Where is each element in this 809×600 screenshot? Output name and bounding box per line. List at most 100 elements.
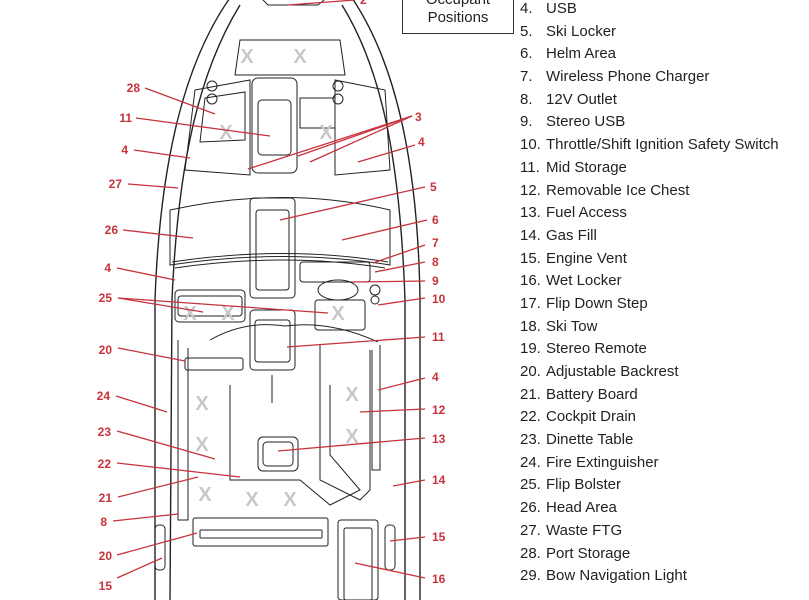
occupant-mark: X — [345, 384, 359, 406]
legend-label: Flip Down Step — [546, 294, 648, 312]
legend-number: 10. — [520, 136, 541, 154]
callout-10: 10 — [432, 292, 446, 306]
callout-4: 4 — [432, 370, 439, 384]
callout-11: 11 — [432, 330, 445, 344]
bow-seating — [184, 39, 391, 176]
legend-item: 19.Stereo Remote — [520, 340, 805, 358]
callout-2: 2 — [360, 0, 367, 7]
legend-list: 4.USB 5. Ski Locker 6. Helm Area 7. Wireles… — [520, 0, 805, 585]
legend-label: Port Storage — [546, 544, 631, 562]
occupant-mark: X — [183, 303, 197, 325]
occupant-mark: X — [195, 434, 209, 456]
legend-label: Dinette Table — [546, 431, 634, 449]
legend-number: 18. — [520, 317, 541, 335]
legend-label: Throttle/Shift Ignition Safety Switch — [546, 136, 779, 154]
callout-14: 14 — [432, 473, 446, 487]
legend-item: 21.Battery Board — [520, 386, 805, 404]
mid-storage — [209, 309, 379, 371]
legend-item: 11.Mid Storage — [520, 159, 805, 177]
legend-item: 4.USB — [520, 0, 805, 18]
legend-number: 12. — [520, 181, 541, 199]
callout-15: 15 — [432, 530, 446, 544]
callout-24: 24 — [97, 389, 111, 403]
legend-item: 27. Waste FTG — [520, 522, 805, 540]
legend-number: 21. — [520, 385, 541, 403]
occupant-mark: X — [319, 122, 333, 144]
legend-number: 7. — [520, 68, 533, 86]
legend-label: Helm Area — [546, 45, 617, 63]
legend-number: 5. — [520, 22, 533, 40]
callout-15: 15 — [99, 579, 113, 593]
callout-numbers: 2 28 11 4 27 26 4 25 20 24 23 22 21 8 20… — [97, 0, 446, 593]
callout-7: 7 — [432, 236, 439, 250]
legend-number: 13. — [520, 204, 541, 222]
legend-label: Wireless Phone Charger — [546, 68, 710, 86]
legend-number: 22. — [520, 408, 541, 426]
legend-item: 20. Adjustable Backrest — [520, 363, 805, 381]
leader-lines — [112, 0, 428, 579]
legend-number: 4. — [520, 0, 533, 17]
legend-number: 26. — [520, 499, 541, 517]
legend-label: Wet Locker — [546, 272, 622, 290]
legend-number: 24. — [520, 453, 541, 471]
stern-deck — [154, 517, 396, 600]
legend-number: 9. — [520, 113, 533, 131]
callout-8: 8 — [100, 515, 107, 529]
occupant-mark: X — [221, 303, 235, 325]
legend-number: 6. — [520, 45, 533, 63]
legend-label: Ski Tow — [546, 317, 598, 335]
legend-number: 29. — [520, 567, 541, 585]
callout-16: 16 — [432, 572, 446, 586]
callout-9: 9 — [432, 274, 439, 288]
legend-item: 6. Helm Area — [520, 45, 805, 63]
flip-bolsters — [174, 289, 246, 323]
occupant-box-line2: Positions — [427, 9, 489, 26]
legend-item: 12. Removable Ice Chest — [520, 182, 805, 200]
legend-item: 22. Cockpit Drain — [520, 408, 805, 426]
legend-number: 28. — [520, 544, 541, 562]
legend-item: 24. Fire Extinguisher — [520, 454, 805, 472]
legend-item: 25.Flip Bolster — [520, 476, 805, 494]
occupant-box-line1: Occupant — [403, 0, 513, 9]
legend-label: 12V Outlet — [546, 90, 617, 108]
legend-item: 18. Ski Tow — [520, 318, 805, 336]
legend-label: Removable Ice Chest — [546, 181, 690, 199]
occupant-mark: X — [195, 393, 209, 415]
legend-number: 20. — [520, 363, 541, 380]
legend-number: 17. — [520, 294, 541, 312]
legend-label: Waste FTG — [546, 521, 623, 539]
legend-number: 27. — [520, 521, 541, 539]
legend-item: 7. Wireless Phone Charger — [520, 68, 805, 86]
legend-label: Fire Extinguisher — [546, 453, 659, 471]
callout-26: 26 — [105, 223, 119, 237]
occupant-marks: X X X X X X X X X X X X X X — [183, 46, 359, 511]
legend-label: Adjustable Backrest — [546, 363, 679, 380]
legend-number: 8. — [520, 90, 533, 108]
occupant-mark: X — [293, 46, 307, 68]
callout-20: 20 — [99, 549, 113, 563]
legend-label: Cockpit Drain — [546, 408, 637, 426]
callout-11: 11 — [119, 111, 132, 125]
legend-number: 11. — [520, 158, 540, 176]
helm-dash — [299, 261, 381, 331]
legend-item: 9.Stereo USB — [520, 113, 805, 131]
legend-number: 19. — [520, 340, 541, 358]
legend-item: 26.Head Area — [520, 499, 805, 517]
legend-label: Ski Locker — [546, 22, 617, 40]
callout-22: 22 — [98, 457, 112, 471]
legend-item: 17. Flip Down Step — [520, 295, 805, 313]
legend-number: 16. — [520, 272, 541, 290]
callout-13: 13 — [432, 432, 446, 446]
callout-6: 6 — [432, 213, 439, 227]
legend-item: 23.Dinette Table — [520, 431, 805, 449]
legend-item: 13.Fuel Access — [520, 204, 805, 222]
legend-item: 8. 12V Outlet — [520, 91, 805, 109]
legend-item: 16. Wet Locker — [520, 272, 805, 290]
callout-5: 5 — [430, 180, 437, 194]
callout-27: 27 — [109, 177, 123, 191]
legend-label: Bow Navigation Light — [546, 567, 687, 585]
legend-item: 28. Port Storage — [520, 545, 805, 563]
occupant-mark: X — [283, 489, 297, 511]
legend-item: 10. Throttle/Shift Ignition Safety Switch — [520, 136, 805, 154]
